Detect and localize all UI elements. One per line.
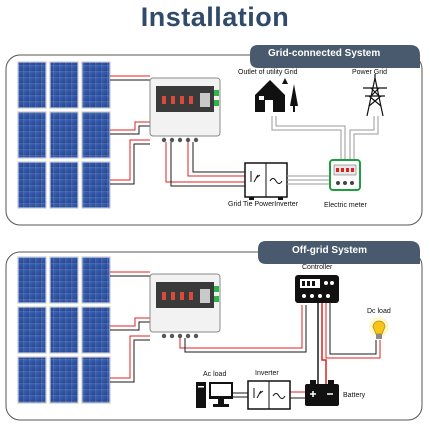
solar-panel [81, 306, 111, 354]
wires-combiner-to-inverter-grid [165, 142, 245, 187]
solar-panel [49, 61, 79, 109]
combiner-box-icon [149, 273, 221, 339]
offgrid-inverter-label: Inverter [255, 370, 279, 377]
wires-controller-outputs [317, 303, 381, 384]
solar-panel [81, 356, 111, 404]
wires-panels-to-combiner-offgrid [110, 271, 150, 383]
solar-array-grid [17, 61, 111, 209]
electric-meter-icon [329, 159, 361, 191]
grid-inverter-label: Grid Tie PowerInverter [228, 201, 299, 208]
light-bulb-icon [369, 317, 389, 339]
solar-panel [49, 256, 79, 304]
battery-label: Battery [343, 392, 366, 399]
house-icon [255, 78, 298, 112]
header-tab [250, 45, 420, 68]
charge-controller-icon [295, 275, 339, 303]
section-frame [5, 251, 423, 421]
inverter-icon [247, 380, 291, 410]
grid-tie-inverter-icon [244, 162, 288, 200]
solar-panel [81, 161, 111, 209]
off-grid-section [5, 241, 423, 421]
solar-panel [17, 111, 47, 159]
electric-meter-label: Electric meter [324, 202, 367, 209]
power-grid-label: Power Grid [352, 69, 388, 76]
solar-panel [49, 356, 79, 404]
power-tower-icon [363, 74, 387, 117]
wires-grid-ac [271, 116, 379, 185]
solar-panel [81, 256, 111, 304]
dc-load-label: Dc load [367, 308, 391, 315]
solar-panel [17, 61, 47, 109]
grid-system-header: Grid-connected System [268, 48, 381, 59]
grid-connected-section [5, 45, 423, 226]
computer-icon [196, 382, 233, 408]
combiner-box-icon [149, 77, 221, 143]
solar-array-offgrid [17, 256, 111, 404]
page-title: Installation [140, 2, 290, 32]
outlet-label: Outlet of utility Grid [238, 69, 298, 76]
solar-panel [17, 306, 47, 354]
solar-panel [17, 356, 47, 404]
solar-panel [49, 111, 79, 159]
ac-load-label: Ac load [203, 371, 227, 378]
solar-panel [17, 256, 47, 304]
wires-panels-to-combiner-grid [110, 75, 150, 185]
solar-panel [81, 111, 111, 159]
solar-panel [81, 61, 111, 109]
battery-icon [305, 380, 339, 406]
solar-panel [49, 306, 79, 354]
section-frame [5, 54, 423, 226]
solar-panel [49, 161, 79, 209]
offgrid-system-header: Off-grid System [292, 245, 368, 256]
controller-label: Controller [302, 264, 333, 271]
solar-panel [17, 161, 47, 209]
wires-combiner-to-controller [179, 305, 307, 353]
header-tab [258, 241, 420, 264]
